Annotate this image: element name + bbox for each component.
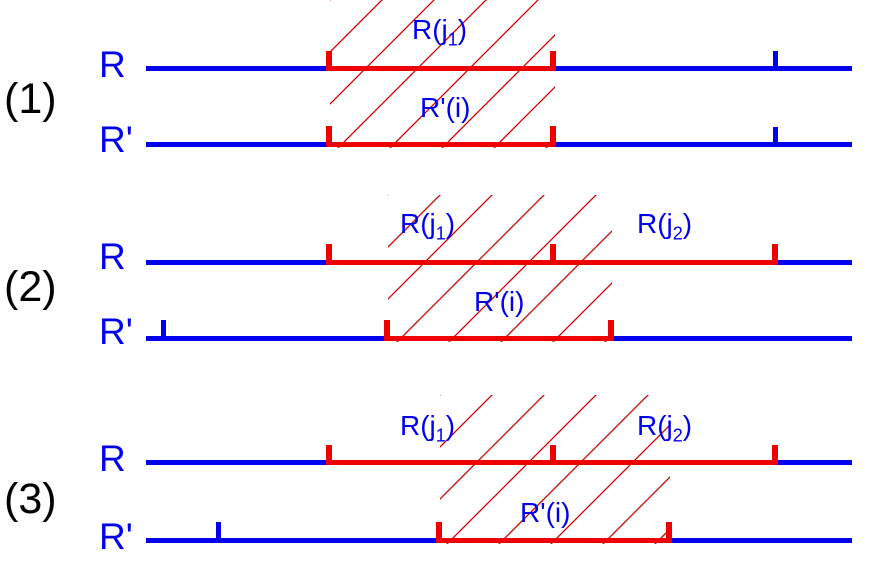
- red-tick-end-rj2-panel-3: [772, 445, 778, 465]
- panel-2: (2) R R(j1) R(j2) R' R'(i): [0, 190, 873, 380]
- row-label-r-panel-2: R: [99, 236, 126, 277]
- panel-number-1: (1): [4, 75, 57, 123]
- red-tick-end-rprimei-panel-3: [666, 522, 672, 543]
- segment-label-rprimei-panel-2: R'(i): [474, 286, 525, 317]
- segment-label-rj2-panel-2: R(j2): [637, 208, 693, 244]
- red-tick-start-rprimei-panel-2: [384, 320, 390, 341]
- red-tick-end-rprimei-panel-2: [608, 320, 614, 341]
- panel-number-3: (3): [4, 475, 57, 523]
- red-tick-start-rj1-panel-2: [326, 244, 332, 265]
- row-label-rprime-panel-1: R': [99, 119, 133, 160]
- segment-label-rj1-paren: ): [445, 208, 456, 239]
- segment-label-rj1-paren: ): [457, 14, 468, 45]
- blue-tick-r-panel-1: [773, 51, 778, 68]
- red-tick-start-rprimei-panel-3: [436, 522, 442, 543]
- segment-label-rj1-text: R(j: [412, 14, 448, 45]
- red-tick-end-rj1-panel-1: [550, 51, 556, 71]
- red-segment-rprimei-panel-1: [330, 142, 555, 147]
- segment-label-rj1-paren: ): [445, 410, 456, 441]
- red-segment-rj1-panel-1: [330, 66, 555, 71]
- segment-label-rj1-panel-1: R(j1): [412, 14, 468, 50]
- panel-3: (3) R R(j1) R(j2) R' R'(i): [0, 380, 873, 568]
- segment-label-rj2-paren: ): [682, 410, 693, 441]
- segment-label-rj1-sub: 1: [435, 425, 446, 446]
- blue-tick-rprime-panel-1: [773, 127, 778, 144]
- segment-label-rj1-text: R(j: [400, 410, 436, 441]
- segment-label-rj2-sub: 2: [672, 223, 683, 244]
- blue-tick-rprime-panel-3: [216, 522, 221, 539]
- segment-label-rprimei-panel-3: R'(i): [520, 497, 571, 528]
- red-tick-between-rj1-rj2-panel-3: [550, 445, 556, 465]
- red-tick-start-rj1-panel-1: [326, 51, 332, 71]
- red-segment-rprimei-panel-2: [388, 336, 612, 341]
- segment-label-rj2-panel-3: R(j2): [637, 410, 693, 446]
- panel-number-2: (2): [4, 263, 57, 311]
- red-tick-between-rj1-rj2-panel-2: [550, 244, 556, 265]
- segment-label-rj2-sub: 2: [672, 425, 683, 446]
- row-label-rprime-panel-2: R': [99, 311, 133, 352]
- segment-label-rj1-panel-2: R(j1): [400, 208, 456, 244]
- red-segment-rprimei-panel-3: [440, 538, 670, 543]
- segment-label-rj2-text: R(j: [637, 208, 673, 239]
- row-label-r-panel-3: R: [99, 438, 126, 479]
- panel-1: (1) R R(j1) R' R'(i): [0, 0, 873, 190]
- segment-label-rj1-sub: 1: [447, 29, 458, 50]
- red-tick-end-rprimei-panel-1: [550, 126, 556, 147]
- segment-label-rj1-sub: 1: [435, 223, 446, 244]
- red-tick-start-rj1-panel-3: [326, 445, 332, 465]
- segment-label-rj2-text: R(j: [637, 410, 673, 441]
- red-tick-start-rprimei-panel-1: [326, 126, 332, 147]
- segment-label-rj1-text: R(j: [400, 208, 436, 239]
- segment-label-rj2-paren: ): [682, 208, 693, 239]
- red-tick-end-rj2-panel-2: [772, 244, 778, 265]
- segment-label-rprimei-panel-1: R'(i): [420, 92, 471, 123]
- row-label-rprime-panel-3: R': [99, 516, 133, 557]
- blue-tick-rprime-panel-2: [161, 320, 166, 337]
- segment-label-rj1-panel-3: R(j1): [400, 410, 456, 446]
- row-label-r-panel-1: R: [99, 44, 126, 85]
